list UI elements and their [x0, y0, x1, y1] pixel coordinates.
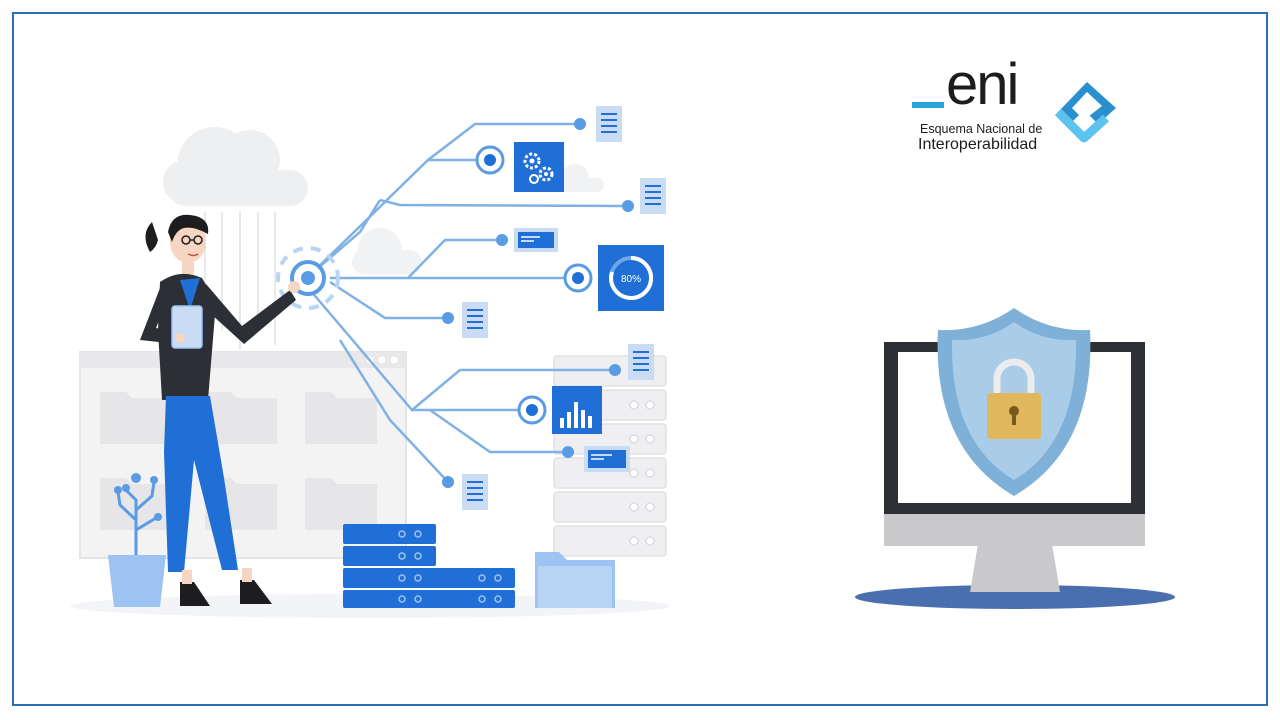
document-icon — [640, 178, 666, 214]
plant-icon — [108, 473, 166, 607]
logo-wordmark: eni — [912, 56, 1019, 114]
cloud-icon — [352, 228, 422, 274]
cloud-icon — [556, 164, 604, 192]
monitor-shadow — [855, 585, 1175, 609]
document-icon — [596, 106, 622, 142]
server-leds — [629, 366, 655, 546]
logo-underscore — [912, 102, 944, 108]
logo-diamond-icon — [1054, 82, 1116, 143]
cloud-icon — [163, 127, 308, 206]
dashboard-percent-label: 80% — [621, 274, 641, 285]
server-lights — [398, 530, 502, 603]
bar-chart-icon — [552, 386, 602, 434]
screen-icon — [514, 228, 558, 252]
logo-subtitle-line1: Esquema Nacional de — [920, 122, 1043, 136]
folder-icon — [535, 552, 615, 608]
shield-lock-icon — [937, 308, 1091, 496]
target-nodes — [475, 145, 593, 425]
network-nodes — [442, 118, 634, 488]
screen-icon — [584, 446, 630, 472]
eni-logo: eni Esquema Nacional de Interoperabilida… — [912, 56, 1132, 166]
dashboard-icon — [598, 245, 664, 311]
gears-icon — [514, 142, 564, 192]
central-hub-node — [276, 246, 340, 310]
woman-figure — [140, 214, 300, 606]
logo-wordmark-text: eni — [946, 52, 1019, 117]
logo-subtitle-line2: Interoperabilidad — [918, 136, 1038, 153]
file-browser-window — [79, 351, 407, 559]
blue-server-stack — [343, 524, 515, 608]
document-icon — [462, 302, 488, 338]
document-icon — [628, 344, 654, 380]
network-lines — [309, 122, 629, 483]
document-icon — [462, 474, 488, 510]
